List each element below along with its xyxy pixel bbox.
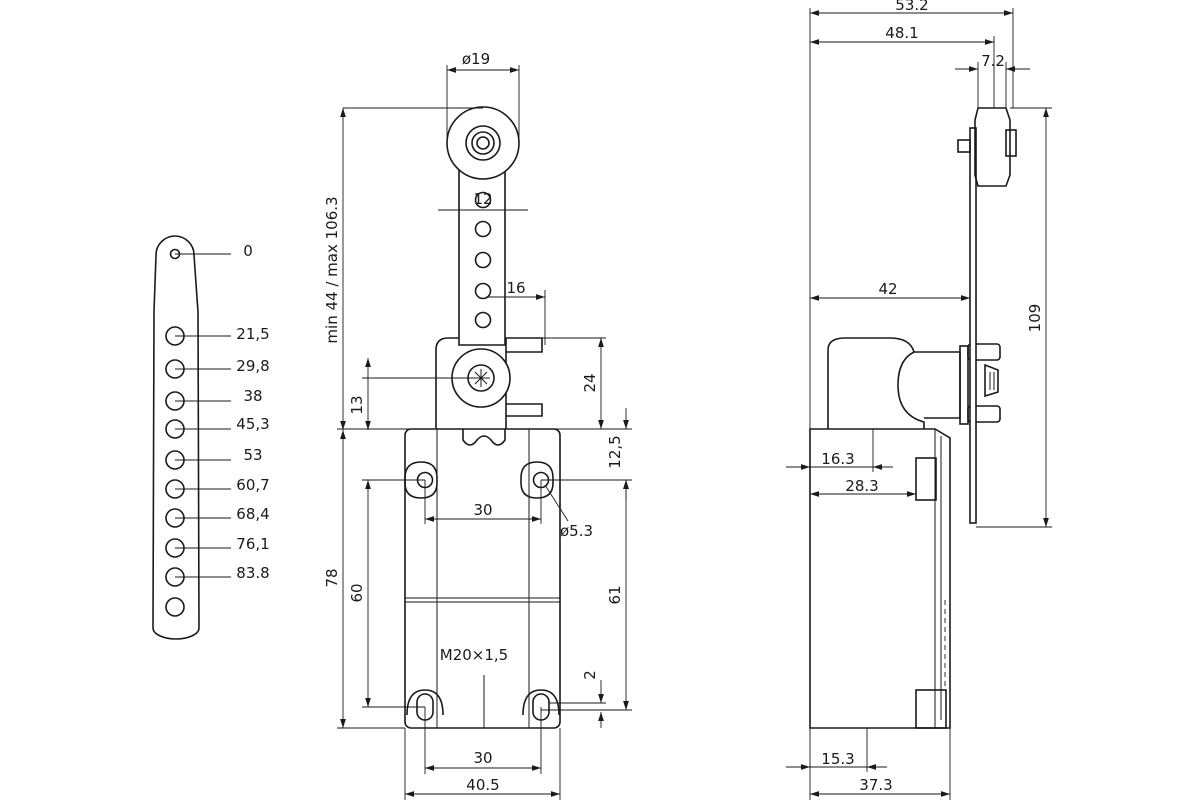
dimension-depth-to-roller: 48.1 [810, 24, 995, 108]
dimension-label: 13 [348, 395, 366, 414]
dimension-label: min 44 / max 106.3 [323, 196, 341, 343]
dimension-label: 78 [323, 568, 341, 587]
dimension-label: 12,5 [606, 435, 624, 468]
dimension-label: 109 [1026, 304, 1044, 333]
dimension-arm-offset: 16 [486, 279, 546, 345]
lever-detail: 0 21,5 29,8 38 45,3 53 60,7 68,4 76,1 83… [152, 235, 270, 640]
lever-position-label: 0 [243, 242, 253, 260]
dimension-label: 16 [506, 279, 525, 297]
side-head [827, 337, 1001, 429]
dimension-label: 28.3 [845, 477, 878, 495]
dimension-label: ø5.3 [560, 522, 593, 540]
lever-leader-lines [175, 253, 231, 578]
dimension-label: 30 [473, 501, 492, 519]
dimension-label: 7.2 [981, 52, 1005, 70]
dimension-roller-width: 7.2 [955, 52, 1030, 108]
dimension-head-height: 24 [542, 337, 606, 429]
roller [446, 106, 520, 180]
lever-position-label: 76,1 [236, 535, 269, 553]
dimension-body-width: 40.5 [404, 728, 561, 800]
dimension-body-height: 78 [323, 430, 405, 729]
dimension-slot-offset: 2 [549, 670, 606, 728]
dimension-label: 53.2 [895, 0, 928, 14]
dimension-label: 61 [606, 585, 624, 604]
dimension-body-top: 12,5 [541, 408, 632, 500]
side-body [809, 428, 951, 729]
dimension-arm-width: 12 [438, 190, 528, 217]
dimension-label: 30 [473, 749, 492, 767]
dimension-label: 12 [473, 190, 492, 208]
dimension-label: 40.5 [466, 776, 499, 794]
lever-position-label: 45,3 [236, 415, 269, 433]
dimension-lower-offset-2: 37.3 [809, 728, 951, 800]
dimension-label: 42 [878, 280, 897, 298]
dimension-hole-spacing-left: 60 [348, 479, 425, 708]
lever-position-label: 38 [243, 387, 262, 405]
lever-position-label: 21,5 [236, 325, 269, 343]
dimension-label: 2 [581, 670, 599, 680]
lever-position-label: 83.8 [236, 564, 269, 582]
dimension-overall-depth: 53.2 [809, 0, 1014, 429]
dimension-arm-height: 109 [976, 107, 1052, 528]
mounting-slot [416, 693, 434, 721]
dimension-label: ø19 [462, 50, 490, 68]
dimension-hole-spacing-right: 61 [541, 480, 632, 711]
lever-position-label: 29,8 [236, 357, 269, 375]
dimension-label: 37.3 [859, 776, 892, 794]
dimension-upper-offset-1: 16.3 [786, 429, 893, 472]
lever-position-labels: 0 21,5 29,8 38 45,3 53 60,7 68,4 76,1 83… [236, 242, 269, 582]
dimension-label: 60 [348, 583, 366, 602]
dimension-label: 15.3 [821, 750, 854, 768]
conduit-thread-label: M20×1,5 [440, 646, 508, 664]
lever-holes [165, 248, 185, 617]
dimension-label: 48.1 [885, 24, 918, 42]
dimension-arm-length: min 44 / max 106.3 [323, 107, 483, 430]
lever-outline [152, 235, 200, 640]
dimension-mount-spacing-bottom: 30 [424, 707, 542, 774]
dimension-roller-diameter: ø19 [446, 50, 520, 143]
dimension-hole-diameter: ø5.3 [544, 484, 593, 540]
lever-position-label: 53 [243, 446, 262, 464]
dimension-mount-spacing-top: 30 [424, 480, 542, 524]
lever-position-label: 68,4 [236, 505, 269, 523]
lever-position-label: 60,7 [236, 476, 269, 494]
dimension-pivot-height: 13 [348, 358, 481, 430]
actuator-head [435, 337, 543, 446]
side-lever-arm [957, 107, 1017, 524]
side-view: 53.2 48.1 7.2 42 109 [786, 0, 1052, 800]
mounting-slot [532, 693, 550, 721]
dimension-label: 16.3 [821, 450, 854, 468]
dimension-depth-to-arm: 42 [810, 280, 970, 301]
dimension-lower-offset-1: 15.3 [786, 728, 887, 772]
front-view: ø19 12 16 min 44 / max 106.3 13 [323, 50, 632, 800]
dimension-label: 24 [581, 373, 599, 392]
dimension-upper-offset-2: 28.3 [810, 477, 916, 497]
